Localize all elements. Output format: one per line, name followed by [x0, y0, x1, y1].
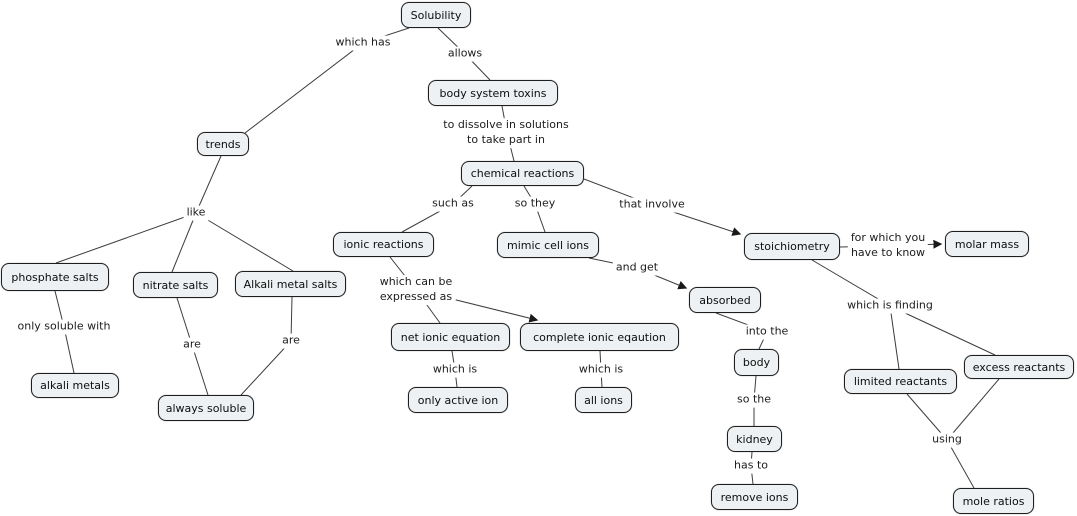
node-alkali-metal-salts[interactable]: Alkali metal salts	[235, 271, 346, 297]
edge-label-so-they[interactable]: so they	[511, 196, 559, 212]
node-alkali-metals[interactable]: alkali metals	[31, 373, 119, 398]
edge-line-like-nitrate	[171, 212, 197, 273]
edge-line-limited-using	[906, 393, 948, 441]
edge-line-finding-excess	[889, 305, 996, 356]
node-stoichiometry[interactable]: stoichiometry	[744, 233, 840, 260]
node-molar-mass[interactable]: molar mass	[945, 231, 1029, 257]
edge-label-allows[interactable]: allows	[444, 46, 486, 62]
edge-label-which-is-finding[interactable]: which is finding	[844, 298, 936, 314]
edge-line-excess-using	[946, 378, 1000, 441]
edge-label-which-is-2[interactable]: which is	[575, 362, 627, 378]
node-all-ions[interactable]: all ions	[575, 387, 632, 413]
node-complete-ionic-eqaution[interactable]: complete ionic eqaution	[520, 323, 679, 351]
node-excess-reactants[interactable]: excess reactants	[964, 355, 1074, 379]
edge-line-stoichiometry-finding	[811, 259, 891, 307]
node-body-system-toxins[interactable]: body system toxins	[428, 80, 558, 106]
edge-line-like-phosphate	[55, 212, 197, 264]
edge-label-are-2[interactable]: are	[279, 333, 303, 349]
edge-label-like[interactable]: like	[183, 205, 209, 221]
edge-label-using[interactable]: using	[929, 432, 965, 448]
edge-label-into-the[interactable]: into the	[742, 324, 792, 340]
edge-label-for-which-you[interactable]: for which you have to know	[847, 231, 929, 261]
node-only-active-ion[interactable]: only active ion	[408, 387, 508, 413]
edge-line-finding-limited	[889, 305, 900, 370]
node-absorbed[interactable]: absorbed	[689, 287, 761, 313]
edge-label-to-dissolve[interactable]: to dissolve in solutions to take part in	[440, 118, 572, 148]
node-chemical-reactions[interactable]: chemical reactions	[461, 161, 584, 186]
edge-label-which-has[interactable]: which has	[332, 35, 394, 51]
node-ionic-reactions[interactable]: ionic reactions	[333, 232, 434, 257]
edge-label-only-soluble-with[interactable]: only soluble with	[14, 319, 114, 335]
edge-label-has-to[interactable]: has to	[731, 458, 771, 474]
node-limited-reactants[interactable]: limited reactants	[844, 369, 957, 394]
edge-label-and-get[interactable]: and get	[612, 260, 662, 276]
node-remove-ions[interactable]: remove ions	[711, 484, 798, 510]
edge-label-which-can-be[interactable]: which can be expressed as	[376, 275, 456, 305]
node-solubility[interactable]: Solubility	[401, 2, 471, 28]
node-nitrate-salts[interactable]: nitrate salts	[133, 272, 218, 298]
node-mimic-cell-ions[interactable]: mimic cell ions	[497, 232, 599, 258]
edge-line-using-mole-ratios	[946, 439, 975, 489]
edge-line-trends-like	[195, 155, 222, 214]
node-net-ionic-equation[interactable]: net ionic equation	[391, 323, 510, 351]
edge-label-are-1[interactable]: are	[180, 337, 204, 353]
node-always-soluble[interactable]: always soluble	[158, 395, 254, 421]
edge-label-that-involve[interactable]: that involve	[616, 197, 688, 213]
node-body[interactable]: body	[734, 349, 779, 376]
edge-line-like-alkali-metal-salts	[195, 212, 294, 272]
node-mole-ratios[interactable]: mole ratios	[953, 488, 1034, 514]
node-phosphate-salts[interactable]: phosphate salts	[1, 263, 109, 291]
edge-label-which-is-1[interactable]: which is	[429, 362, 481, 378]
edge-label-such-as[interactable]: such as	[429, 196, 477, 212]
node-kidney[interactable]: kidney	[727, 426, 782, 452]
node-trends[interactable]: trends	[197, 132, 249, 156]
edge-label-so-the[interactable]: so the	[733, 392, 775, 408]
